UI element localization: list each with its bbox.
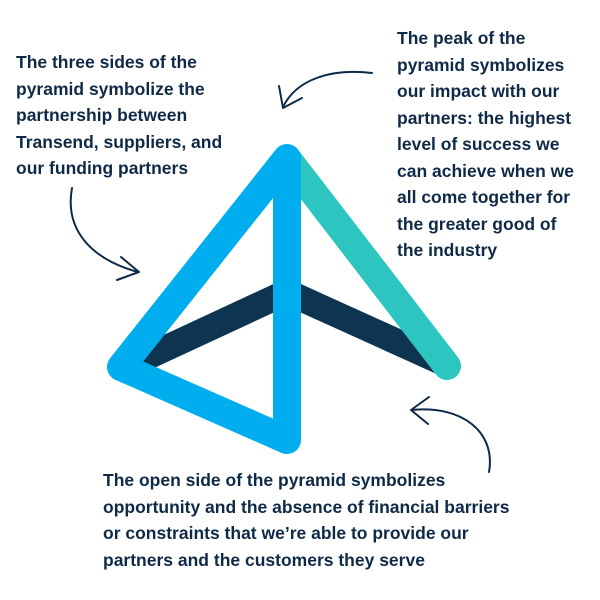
caption-line: the greater good of [397, 213, 557, 234]
caption-line: level of success we [397, 134, 560, 154]
caption-line: our impact with our [397, 81, 560, 101]
caption-peak: The peak of the pyramid symbolizes our i… [397, 25, 574, 264]
caption-line: The peak of the [397, 28, 526, 48]
caption-open-side: The open side of the pyramid symbolizes … [103, 467, 509, 573]
caption-line: or constraints that we’re able to provid… [103, 523, 469, 543]
curved-arrow-icon [278, 70, 373, 109]
caption-three-sides: The three sides of the pyramid symbolize… [16, 49, 222, 182]
caption-line: Transend, suppliers, and [16, 131, 223, 152]
pyramid-front-face [107, 144, 301, 454]
caption-line: The three sides of the [16, 52, 197, 72]
caption-line: the industry [397, 240, 498, 260]
caption-line: The open side of the pyramid symbolizes [103, 470, 446, 490]
caption-line: pyramid symbolize the [16, 78, 205, 99]
curved-arrow-icon [69, 187, 140, 281]
curved-arrow-icon [410, 396, 491, 473]
pyramid-right-edge [276, 148, 461, 380]
pyramid-logo-icon [107, 144, 461, 454]
caption-line: partnership between [16, 105, 188, 125]
caption-line: all come together for [397, 187, 571, 207]
caption-line: can achieve when we [397, 160, 575, 181]
caption-line: opportunity and the absence of financial… [103, 496, 510, 517]
caption-line: partners and the customers they serve [103, 549, 425, 570]
caption-line: pyramid symbolizes [397, 54, 565, 75]
caption-line: our funding partners [16, 158, 189, 178]
caption-line: partners: the highest [397, 107, 572, 128]
